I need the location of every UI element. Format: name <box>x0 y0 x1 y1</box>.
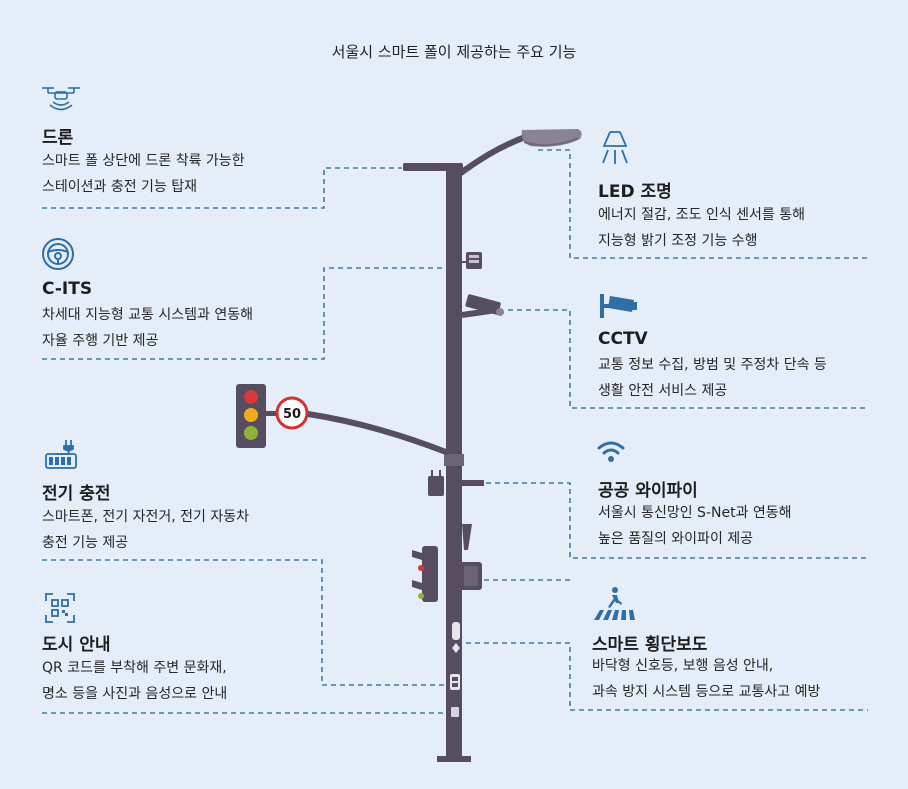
feature-ev-desc-line: 충전 기능 제공 <box>42 535 129 551</box>
leader-line-crosswalk <box>466 642 868 711</box>
feature-cits-desc-line: 차세대 지능형 교통 시스템과 연동해 <box>42 307 253 323</box>
feature-drone-title: 드론 <box>42 128 74 148</box>
feature-cctv-desc-line: 생활 안전 서비스 제공 <box>598 383 728 399</box>
feature-cits-description: 차세대 지능형 교통 시스템과 연동해 자율 주행 기반 제공 <box>42 302 253 354</box>
feature-wifi-desc-line: 높은 품질의 와이파이 제공 <box>598 531 754 547</box>
speed-limit-sign: 50 <box>275 396 309 430</box>
feature-ev-desc-line: 스마트폰, 전기 자전거, 전기 자동차 <box>42 509 250 525</box>
leader-line-led <box>538 149 868 259</box>
leader-line-cits <box>42 267 446 360</box>
drone-station-plate <box>403 163 463 171</box>
ceiling-lamp-icon <box>602 131 628 164</box>
feature-guide-desc-line: QR 코드를 부착해 주변 문화재, <box>42 660 227 676</box>
feature-led-desc-line: 에너지 절감, 조도 인식 센서를 통해 <box>598 207 806 223</box>
feature-crosswalk-desc-line: 바닥형 신호등, 보행 음성 안내, <box>592 658 774 674</box>
traffic-yellow-light <box>244 408 258 422</box>
qr-guide-plate <box>450 674 460 717</box>
feature-led-desc-line: 지능형 밝기 조정 기능 수행 <box>598 233 758 249</box>
cctv-camera <box>461 294 504 318</box>
crosswalk-button <box>452 622 460 640</box>
leader-line-cctv <box>508 309 868 409</box>
leader-lines <box>42 149 868 714</box>
leader-line-ev <box>42 559 446 686</box>
qr-code-icon <box>45 593 75 623</box>
feature-led-title: LED 조명 <box>598 182 672 202</box>
feature-guide-title: 도시 안내 <box>42 635 111 655</box>
speed-limit-value: 50 <box>283 407 301 422</box>
feature-ev-description: 스마트폰, 전기 자전거, 전기 자동차 충전 기능 제공 <box>42 504 249 556</box>
wifi-icon <box>597 441 625 462</box>
traffic-arm <box>305 411 449 455</box>
feature-wifi-description: 서울시 통신망인 S-Net과 연동해 높은 품질의 와이파이 제공 <box>598 500 792 552</box>
feature-led-description: 에너지 절감, 조도 인식 센서를 통해 지능형 밝기 조정 기능 수행 <box>598 202 805 254</box>
pedestrian-signal <box>412 524 482 602</box>
cctv-camera-icon <box>600 294 637 318</box>
wifi-access-point <box>428 470 484 496</box>
feature-drone-description: 스마트 폴 상단에 드론 착륙 가능한 스테이션과 충전 기능 탑재 <box>42 148 245 200</box>
leader-line-wifi <box>486 482 868 559</box>
feature-cctv-description: 교통 정보 수집, 방범 및 주정차 단속 등 생활 안전 서비스 제공 <box>598 352 827 404</box>
feature-crosswalk-title: 스마트 횡단보도 <box>592 635 708 655</box>
leader-line-drone <box>42 167 402 209</box>
battery-plug-icon <box>45 440 77 469</box>
feature-cits-title: C-ITS <box>42 279 93 299</box>
pedestrian-crossing-icon <box>594 587 635 620</box>
feature-wifi-desc-line: 서울시 통신망인 S-Net과 연동해 <box>598 505 792 521</box>
traffic-light <box>236 384 266 448</box>
drone-icon <box>42 87 80 111</box>
feature-cits-desc-line: 자율 주행 기반 제공 <box>42 333 159 349</box>
feature-drone-desc-line: 스마트 폴 상단에 드론 착륙 가능한 <box>42 153 245 169</box>
feature-crosswalk-description: 바닥형 신호등, 보행 음성 안내, 과속 방지 시스템 등으로 교통사고 예방 <box>592 653 820 705</box>
feature-cctv-desc-line: 교통 정보 수집, 방범 및 주정차 단속 등 <box>598 357 827 373</box>
feature-drone-desc-line: 스테이션과 충전 기능 탑재 <box>42 179 198 195</box>
feature-cctv-title: CCTV <box>598 329 648 349</box>
page-title: 서울시 스마트 폴이 제공하는 주요 기능 <box>331 43 577 61</box>
traffic-red-light <box>244 390 258 404</box>
steering-wheel-icon <box>42 238 74 270</box>
led-lamp <box>451 129 582 181</box>
feature-guide-desc-line: 명소 등을 사진과 음성으로 안내 <box>42 686 228 702</box>
feature-wifi-title: 공공 와이파이 <box>598 481 698 501</box>
feature-crosswalk-desc-line: 과속 방지 시스템 등으로 교통사고 예방 <box>592 684 821 700</box>
feature-guide-description: QR 코드를 부착해 주변 문화재, 명소 등을 사진과 음성으로 안내 <box>42 655 227 707</box>
feature-ev-title: 전기 충전 <box>42 484 111 504</box>
traffic-green-light <box>244 426 258 440</box>
